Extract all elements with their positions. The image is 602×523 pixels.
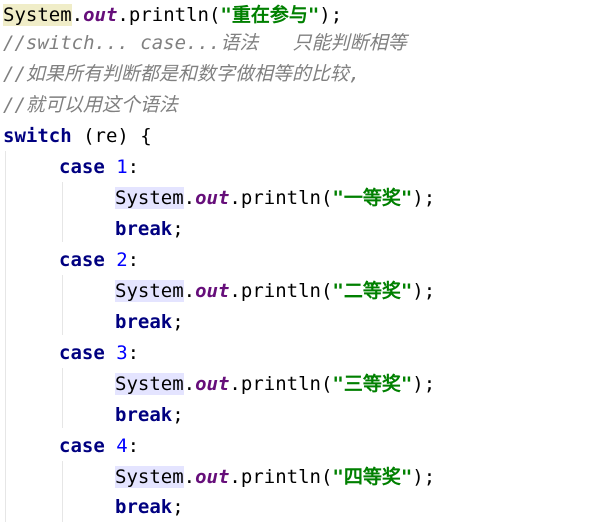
punctuation-token: ); [412, 466, 436, 488]
indent-guide [62, 182, 63, 242]
code-line-case[interactable]: case 1: [59, 152, 139, 183]
code-line-case[interactable]: case 4: [59, 431, 139, 462]
semicolon-token: ; [172, 404, 184, 426]
punctuation-token: ); [412, 373, 436, 395]
keyword-break: break [115, 311, 173, 333]
code-line-case[interactable]: case 3: [59, 338, 139, 369]
colon-token: : [127, 249, 140, 271]
string-literal: "三等奖" [332, 373, 413, 395]
field-token: out [195, 373, 230, 395]
semicolon-token: ; [172, 218, 184, 240]
case-value: 3 [116, 342, 128, 364]
colon-token: : [127, 435, 140, 457]
indent-guide [5, 151, 6, 522]
keyword-case: case [59, 342, 105, 364]
case-value: 2 [116, 249, 128, 271]
keyword-case: case [59, 435, 105, 457]
paren-open-token: ( [71, 125, 95, 147]
method-token: println( [128, 4, 221, 26]
keyword-break: break [115, 496, 173, 518]
field-token: out [83, 4, 118, 26]
class-name-token: System [3, 4, 72, 26]
field-token: out [195, 187, 230, 209]
code-line-break[interactable]: break; [115, 400, 184, 431]
keyword-case: case [59, 156, 105, 178]
colon-token: : [127, 156, 140, 178]
keyword-case: case [59, 249, 105, 271]
code-line-print[interactable]: System.out.println("二等奖"); [115, 280, 436, 302]
string-literal: "重在参与" [220, 4, 320, 26]
method-token: println( [240, 280, 333, 302]
code-line-print[interactable]: System.out.println("一等奖"); [115, 187, 436, 209]
code-line-print[interactable]: System.out.println("三等奖"); [115, 373, 436, 395]
field-token: out [195, 280, 230, 302]
string-literal: "一等奖" [332, 187, 413, 209]
string-literal: "二等奖" [332, 280, 413, 302]
comment-line[interactable]: //switch... case...语法 只能判断相等 [3, 32, 407, 54]
paren-close-token: ) { [117, 125, 152, 147]
indent-guide [62, 275, 63, 335]
class-name-token: System [115, 280, 184, 302]
code-line-break[interactable]: break; [115, 492, 184, 523]
class-name-token: System [115, 373, 184, 395]
case-value: 1 [116, 156, 128, 178]
code-line-break[interactable]: break; [115, 307, 184, 338]
code-line-switch[interactable]: switch (re) { [3, 121, 152, 152]
keyword-switch: switch [3, 125, 72, 147]
class-name-token: System [115, 187, 184, 209]
semicolon-token: ; [172, 311, 184, 333]
field-token: out [195, 466, 230, 488]
method-token: println( [240, 187, 333, 209]
keyword-break: break [115, 404, 173, 426]
indent-guide [62, 368, 63, 428]
method-token: println( [240, 466, 333, 488]
punctuation-token: ); [412, 187, 436, 209]
string-literal: "四等奖" [332, 466, 413, 488]
code-line-print-participation[interactable]: System.out.println("重在参与"); [3, 0, 342, 31]
code-line-break[interactable]: break; [115, 214, 184, 245]
comment-line[interactable]: //如果所有判断都是和数字做相等的比较, [3, 63, 361, 85]
code-line-print[interactable]: System.out.println("四等奖"); [115, 466, 436, 488]
indent-guide [62, 461, 63, 522]
class-name-token: System [115, 466, 184, 488]
colon-token: : [127, 342, 140, 364]
semicolon-token: ; [172, 496, 184, 518]
comment-line[interactable]: //就可以用这个语法 [3, 94, 178, 116]
punctuation-token: ); [412, 280, 436, 302]
case-value: 4 [116, 435, 128, 457]
code-line-case[interactable]: case 2: [59, 245, 139, 276]
keyword-break: break [115, 218, 173, 240]
dot-token: . [117, 4, 129, 26]
variable-token: re [94, 125, 118, 147]
punctuation-token: ); [319, 4, 343, 26]
dot-token: . [71, 4, 84, 26]
method-token: println( [240, 373, 333, 395]
